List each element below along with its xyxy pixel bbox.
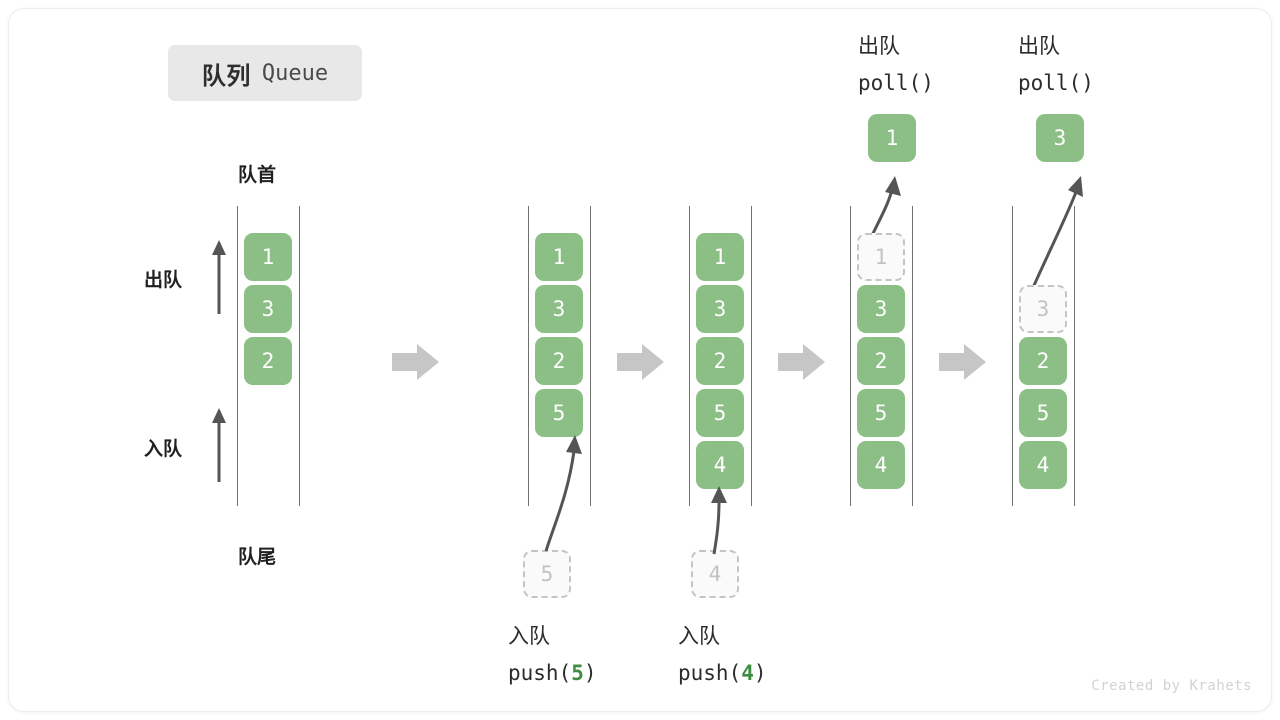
stage-poll1-caption-cn: 出队 <box>858 35 900 58</box>
stage-poll3-caption-cn: 出队 <box>1018 35 1060 58</box>
stage-poll1-rail-left <box>850 206 851 506</box>
stage-initial-cell-0: 1 <box>244 233 292 281</box>
stage-push5-cell-0: 1 <box>535 233 583 281</box>
stage-push5-cell-3: 5 <box>535 389 583 437</box>
stage-poll3-output-cell: 3 <box>1036 114 1084 162</box>
stage-push4-incoming-ghost-cell: 4 <box>691 550 739 598</box>
stage-push5-caption-cn: 入队 <box>508 625 550 648</box>
stage-push4-cell-2: 2 <box>696 337 744 385</box>
title-english: Queue <box>261 60 329 86</box>
dequeue-direction-arrow-icon <box>212 240 226 314</box>
stage-push4-cell-1: 3 <box>696 285 744 333</box>
dequeue-direction-label: 出队 <box>144 270 183 291</box>
stage-push4-rail-right <box>751 206 752 506</box>
stage-push5-caption-code-number: 5 <box>571 661 584 685</box>
stage-poll3-cell-1: 2 <box>1019 337 1067 385</box>
stage-push5-rail-left <box>528 206 529 506</box>
flow-arrow-1-icon <box>392 344 439 380</box>
flow-arrow-2-icon <box>617 344 664 380</box>
stage-push4-insert-arrow-icon <box>711 486 727 555</box>
enqueue-direction-label: 入队 <box>144 439 183 460</box>
stage-poll3-cell-0: 3 <box>1019 285 1067 333</box>
stage-poll1-cell-0: 1 <box>857 233 905 281</box>
stage-poll1-output-cell: 1 <box>868 114 916 162</box>
stage-poll1-cell-1: 3 <box>857 285 905 333</box>
stage-poll1-cell-4: 4 <box>857 441 905 489</box>
stage-push4-caption-code-suffix: ) <box>753 661 767 685</box>
stage-poll1-cell-2: 2 <box>857 337 905 385</box>
diagram-title-pill: 队列 Queue <box>168 45 362 101</box>
stage-push4-caption-code-number: 4 <box>741 661 754 685</box>
stage-initial-rail-right <box>299 206 300 506</box>
stage-push5-cell-1: 3 <box>535 285 583 333</box>
stage-poll3-cell-3: 4 <box>1019 441 1067 489</box>
stage-poll3-caption: 出队 poll() <box>1018 28 1094 101</box>
queue-front-label: 队首 <box>238 165 277 186</box>
stage-push5-insert-arrow-icon <box>544 435 582 552</box>
stage-poll3-rail-right <box>1074 206 1075 506</box>
stage-push5-caption-code-suffix: ) <box>583 661 597 685</box>
stage-push5-incoming-ghost-cell: 5 <box>523 550 571 598</box>
stage-poll3-caption-code: poll() <box>1018 71 1094 95</box>
stage-push5-rail-right <box>590 206 591 506</box>
stage-poll3-remove-arrow-icon <box>1030 176 1083 291</box>
credit-text: Created by Krahets <box>1091 678 1252 694</box>
stage-push4-cell-4: 4 <box>696 441 744 489</box>
stage-push4-caption: 入队 push(4) <box>678 618 767 691</box>
stage-initial-rail-left <box>237 206 238 506</box>
stage-initial-cell-2: 2 <box>244 337 292 385</box>
stage-push4-rail-left <box>689 206 690 506</box>
stage-poll1-caption: 出队 poll() <box>858 28 934 101</box>
queue-rear-label: 队尾 <box>238 547 277 568</box>
title-chinese: 队列 <box>201 62 251 90</box>
stage-push5-caption-code-prefix: push( <box>508 661 572 685</box>
flow-arrow-3-icon <box>778 344 825 380</box>
stage-poll1-cell-3: 5 <box>857 389 905 437</box>
flow-arrow-4-icon <box>939 344 986 380</box>
stage-push5-caption: 入队 push(5) <box>508 618 597 691</box>
stage-push4-caption-cn: 入队 <box>678 625 720 648</box>
stage-poll3-rail-left <box>1012 206 1013 506</box>
stage-push4-cell-0: 1 <box>696 233 744 281</box>
stage-initial-cell-1: 3 <box>244 285 292 333</box>
stage-poll1-caption-code: poll() <box>858 71 934 95</box>
stage-push4-cell-3: 5 <box>696 389 744 437</box>
stage-poll3-cell-2: 5 <box>1019 389 1067 437</box>
stage-poll1-rail-right <box>912 206 913 506</box>
enqueue-direction-arrow-icon <box>212 408 226 482</box>
stage-push5-cell-2: 2 <box>535 337 583 385</box>
stage-push4-caption-code-prefix: push( <box>678 661 742 685</box>
